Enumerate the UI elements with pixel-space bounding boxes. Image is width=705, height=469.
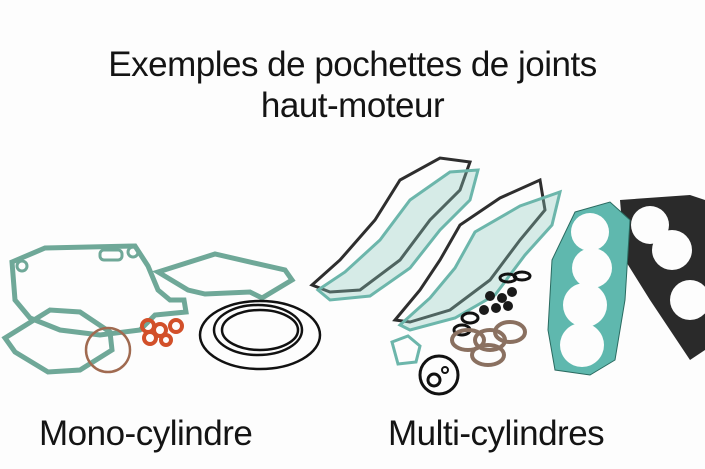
multi-cylinder-gaskets [309,156,705,396]
caption-mono-cylinder: Mono-cylindre [39,414,253,453]
title-line-1: Exemples de pochettes de joints [108,45,597,84]
mono-cylinder-gaskets [1,243,322,375]
title-line-2: haut-moteur [260,86,445,125]
caption-multi-cylinder: Multi-cylindres [388,414,605,453]
